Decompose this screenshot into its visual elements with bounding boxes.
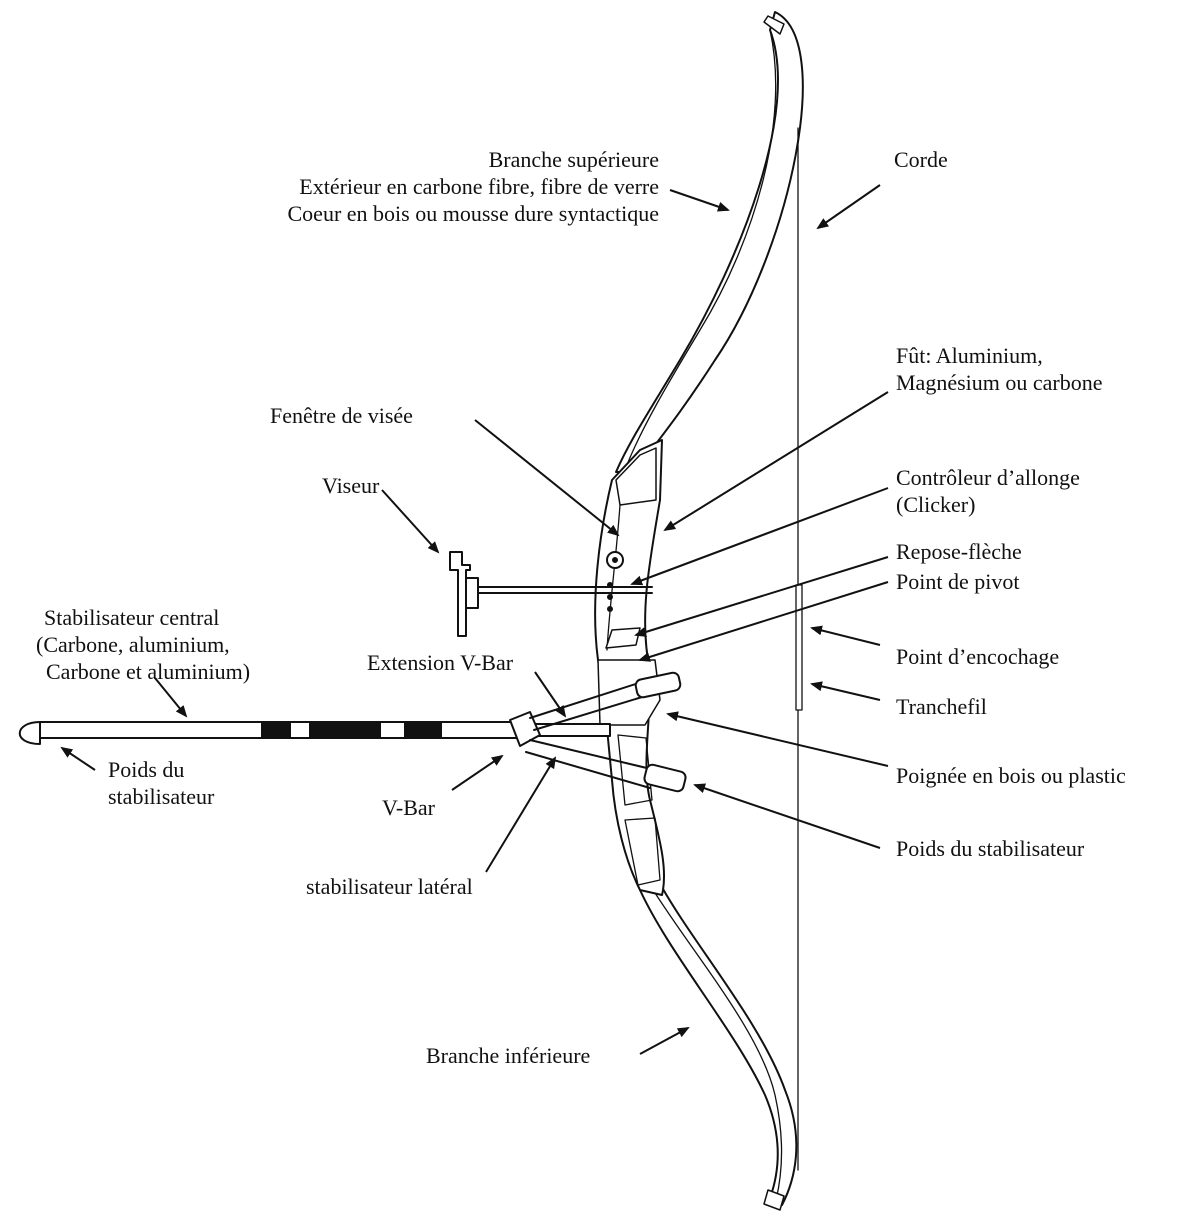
lower-limb-label: Branche inférieure	[426, 1042, 590, 1069]
grip-label: Poignée en bois ou plastic	[896, 762, 1126, 789]
riser-label-line-2: Magnésium ou carbone	[896, 369, 1103, 396]
serving-label: Tranchefil	[896, 693, 987, 720]
sight-window-arrow	[475, 420, 618, 535]
serving-arrow	[812, 684, 880, 700]
sight-arrow	[382, 490, 438, 552]
vbar-label: V-Bar	[382, 794, 435, 821]
vbar-arrow	[452, 756, 502, 790]
long-rod-label-line-3: Carbone et aluminium)	[36, 658, 250, 685]
stabilizer-weight-left-label: Poids du stabilisateur	[108, 756, 214, 810]
upper-limb-label-line-1: Branche supérieure	[288, 146, 660, 173]
arrow-rest-label: Repose-flèche	[896, 538, 1022, 565]
string-arrow	[818, 185, 880, 228]
stabilizer-weight-left-label-line-1: Poids du	[108, 756, 214, 783]
stabilizer-weight-left-label-line-2: stabilisateur	[108, 783, 214, 810]
riser-label-line-1: Fût: Aluminium,	[896, 342, 1103, 369]
riser-label: Fût: Aluminium, Magnésium ou carbone	[896, 342, 1103, 396]
clicker-label-line-1: Contrôleur d’allonge	[896, 464, 1080, 491]
pivot-point-label: Point de pivot	[896, 568, 1019, 595]
sight-window-label: Fenêtre de visée	[270, 402, 413, 429]
upper-limb-label: Branche supérieure Extérieur en carbone …	[288, 146, 660, 227]
grip-arrow	[668, 714, 888, 766]
side-rod-arrow	[486, 758, 555, 872]
sight-label: Viseur	[322, 472, 379, 499]
stabilizer-weight-right-label: Poids du stabilisateur	[896, 835, 1084, 862]
stabilizer-weight-left-arrow	[62, 748, 95, 770]
side-rod-label: stabilisateur latéral	[306, 873, 473, 900]
upper-limb	[616, 12, 803, 472]
upper-limb-arrow	[670, 190, 728, 210]
upper-limb-label-line-3: Coeur en bois ou mousse dure syntactique	[288, 200, 660, 227]
string-label: Corde	[894, 146, 948, 173]
clicker-label: Contrôleur d’allonge (Clicker)	[896, 464, 1080, 518]
vbar-extension-label: Extension V-Bar	[367, 649, 513, 676]
riser	[595, 440, 664, 895]
nocking-point-label: Point d’encochage	[896, 643, 1059, 670]
lower-limb-arrow	[640, 1028, 688, 1054]
lower-limb	[640, 880, 796, 1210]
nocking-point-arrow	[812, 628, 880, 645]
clicker-label-line-2: (Clicker)	[896, 491, 1080, 518]
stabilizer-weight-right-arrow	[695, 785, 880, 848]
bow-string	[796, 128, 802, 1170]
long-rod-label: Stabilisateur central (Carbone, aluminiu…	[36, 604, 250, 685]
upper-limb-label-line-2: Extérieur en carbone fibre, fibre de ver…	[288, 173, 660, 200]
riser-arrow	[665, 392, 888, 530]
vbar-extension-arrow	[535, 672, 565, 716]
long-rod-label-line-1: Stabilisateur central	[36, 604, 250, 631]
pivot-point-arrow	[640, 582, 888, 660]
long-rod-label-line-2: (Carbone, aluminium,	[36, 631, 250, 658]
